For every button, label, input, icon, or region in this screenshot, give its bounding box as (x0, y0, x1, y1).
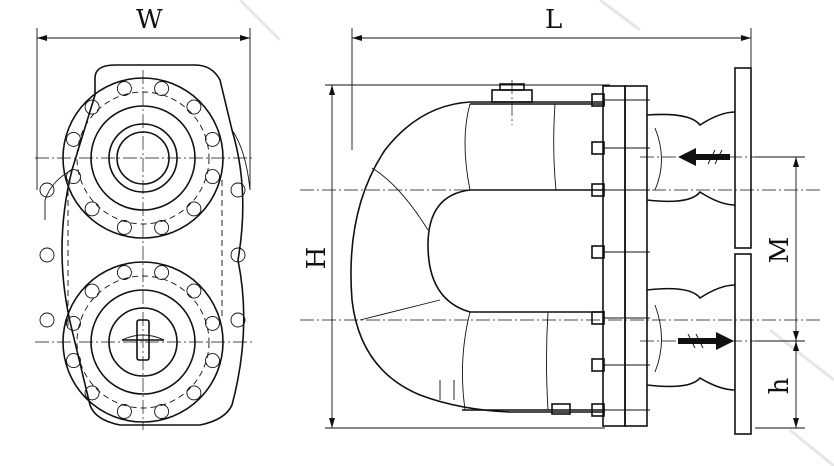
bolt-icon (116, 220, 132, 235)
width-label: W (136, 5, 163, 35)
bolt-icon (186, 99, 202, 115)
bolt-icon (205, 315, 220, 331)
bolt-icon (66, 353, 81, 369)
bolt-icon (154, 265, 170, 280)
length-label: L (545, 5, 562, 35)
front-view (35, 28, 252, 430)
watermark (238, 0, 834, 466)
bolt-icon (39, 247, 55, 263)
height-label: H (302, 247, 332, 270)
bolt-icon (230, 312, 246, 328)
bolt-icon (230, 247, 246, 263)
bolt-icon (154, 81, 170, 96)
bolt-icon (66, 169, 81, 185)
bolt-icon (186, 201, 202, 217)
bolt-icon (154, 404, 170, 419)
bolt-icon (66, 131, 81, 147)
bolt-icon (205, 353, 220, 369)
bolt-icon (84, 99, 100, 115)
bolt-icon (116, 265, 132, 280)
bolt-icon (116, 404, 132, 419)
bolt-icon (39, 182, 55, 198)
bolt-icon (230, 182, 246, 198)
bottom-height-label: h (765, 377, 795, 394)
bolt-icon (116, 81, 132, 96)
bolt-icon (84, 201, 100, 217)
side-view (300, 28, 820, 435)
bolt-icon (186, 283, 202, 299)
bolt-icon (84, 283, 100, 299)
bolt-icon (154, 220, 170, 235)
bolt-icon (84, 385, 100, 401)
bolt-icon (205, 169, 220, 185)
center-distance-label: M (765, 237, 795, 264)
bolt-icon (186, 385, 202, 401)
bolt-icon (39, 312, 55, 328)
bolt-icon (66, 315, 81, 331)
bolt-icon (205, 131, 220, 147)
